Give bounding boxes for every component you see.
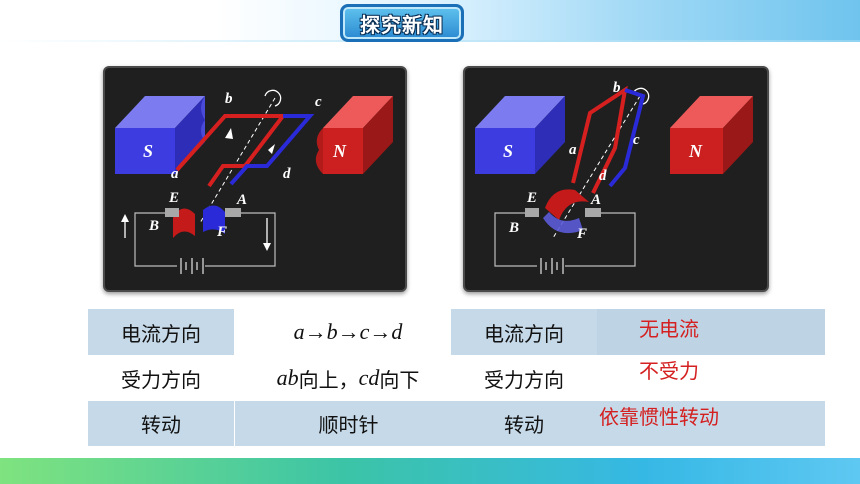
force-ab: ab — [276, 365, 299, 390]
label-b-brush: B — [508, 220, 519, 236]
page-title: 探究新知 — [360, 12, 444, 37]
table-right-row1-value: 无电流 — [597, 309, 825, 355]
rotation-arrow-icon — [632, 87, 650, 105]
label-b: b — [225, 91, 233, 107]
n-magnet-front — [670, 128, 723, 174]
n-label: N — [688, 141, 703, 161]
s-magnet-side — [535, 96, 565, 174]
rotation-arrow-icon — [264, 89, 282, 107]
n-magnet-pole — [315, 128, 323, 174]
table-right-row3-value: 依靠惯性转动 — [597, 401, 825, 446]
label-d: d — [599, 168, 607, 184]
motor-diagram-right-svg: S N b c a d E A B F — [475, 80, 753, 274]
circuit-wire-left — [494, 212, 537, 267]
table-left-row3-value: 顺时针 — [234, 401, 462, 446]
label-c: c — [315, 94, 322, 110]
brush-a — [225, 208, 241, 217]
circuit-wire-left — [134, 212, 177, 267]
table-right-row3-label: 转动 — [451, 401, 597, 446]
label-d: d — [283, 166, 291, 182]
label-b: b — [613, 80, 621, 96]
label-f: F — [216, 224, 227, 240]
motor-diagram-left-svg: S N b c — [115, 89, 393, 274]
commutator-half-red — [545, 189, 589, 220]
table-right-row2-label: 受力方向 — [451, 355, 597, 401]
label-a: a — [569, 142, 577, 158]
footer-band — [0, 458, 860, 484]
s-magnet-front — [115, 128, 175, 174]
current-arrow-up-head-icon — [121, 214, 129, 222]
rotation-axis — [199, 97, 276, 224]
label-e: E — [168, 190, 179, 206]
motor-diagram-left: S N b c — [103, 66, 407, 292]
brush-a — [585, 208, 601, 217]
table-left-row1-value: a→b→c→d — [234, 309, 462, 355]
table-left-divider — [234, 309, 235, 446]
label-c: c — [633, 132, 640, 148]
table-right-row1-label: 电流方向 — [451, 309, 597, 355]
label-a-brush: A — [590, 192, 601, 208]
current-arrow-cd-icon — [268, 144, 275, 154]
table-left-row3-label: 转动 — [88, 401, 234, 446]
s-magnet-pole — [201, 96, 205, 142]
n-magnet-front — [323, 128, 363, 174]
brush-e — [525, 208, 539, 217]
table-right-row2-value: 不受力 — [597, 355, 825, 401]
force-cd-text: 向下 — [379, 367, 420, 392]
s-label: S — [143, 141, 153, 161]
current-arrow-ab-icon — [225, 128, 233, 139]
label-a-brush: A — [236, 192, 247, 208]
battery-icon — [180, 258, 204, 274]
commutator-half-blue — [543, 212, 583, 234]
motor-diagram-right: S N b c a d E A B F — [463, 66, 769, 292]
commutator-half-blue — [203, 205, 225, 234]
s-label: S — [503, 141, 513, 161]
coil-side-cd — [229, 114, 315, 186]
label-e: E — [526, 190, 537, 206]
n-label: N — [332, 141, 347, 161]
coil-side-ab — [175, 114, 288, 188]
s-magnet-front — [475, 128, 535, 174]
table-left-row2-label: 受力方向 — [88, 355, 234, 401]
n-magnet-side — [723, 96, 753, 174]
circuit-wire-right — [205, 212, 276, 267]
current-arrow-down-head-icon — [263, 243, 271, 251]
n-magnet-top — [670, 96, 753, 128]
table-left-row1-label: 电流方向 — [88, 309, 234, 355]
coil-side-cd — [608, 88, 646, 188]
battery-icon — [540, 258, 564, 274]
circuit-wire-right — [565, 212, 636, 267]
n-magnet-side — [363, 96, 393, 174]
force-cd: cd — [358, 365, 380, 390]
label-f: F — [576, 226, 587, 242]
label-a: a — [171, 166, 179, 182]
n-magnet-top — [323, 96, 393, 128]
label-b-brush: B — [148, 218, 159, 234]
title-badge: 探究新知 — [340, 4, 464, 42]
force-ab-text: 向上， — [298, 367, 359, 392]
brush-e — [165, 208, 179, 217]
s-magnet-side — [175, 96, 205, 174]
